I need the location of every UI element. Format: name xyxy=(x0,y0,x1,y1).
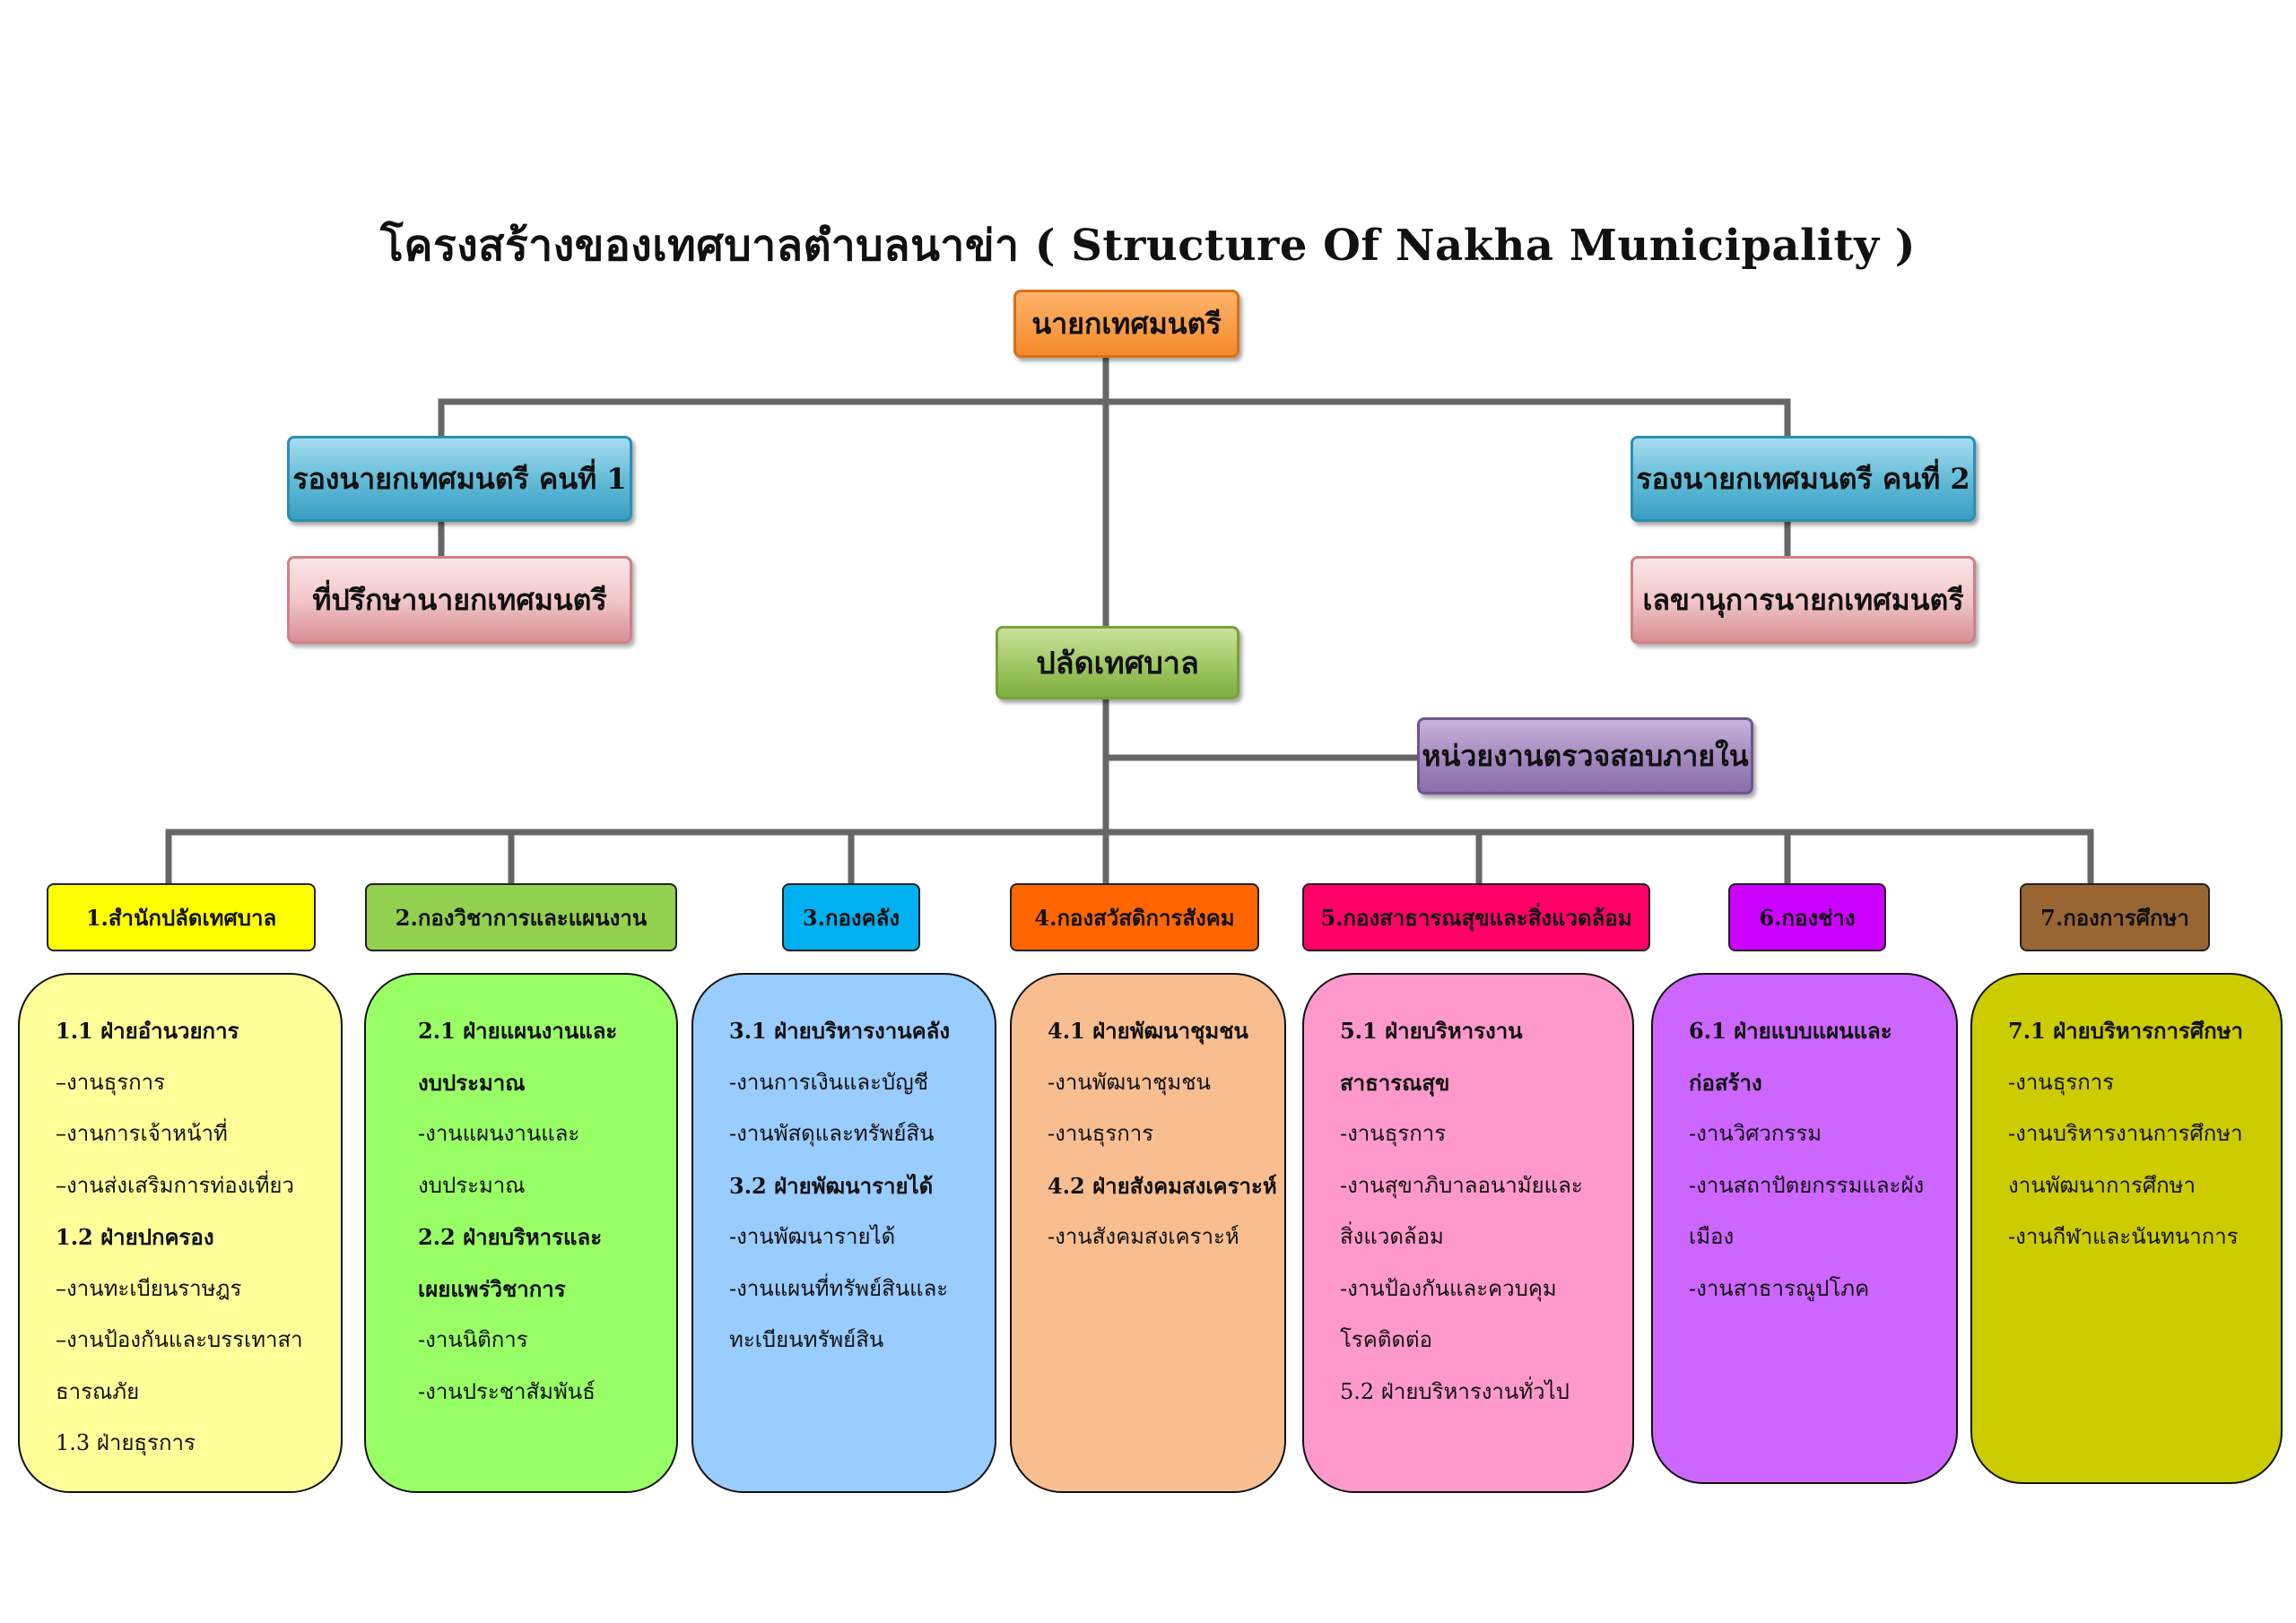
department-1-item: 1.2 ฝ่ายปกครอง xyxy=(56,1224,214,1250)
department-2-item: -งานประชาสัมพันธ์ xyxy=(418,1378,596,1404)
department-2-item: เผยแพร่วิชาการ xyxy=(418,1275,566,1302)
department-5-item: โรคติดต่อ xyxy=(1340,1327,1433,1352)
department-3-item: -งานการเงินและบัญชี xyxy=(729,1069,928,1095)
department-5-item: สาธารณสุข xyxy=(1340,1069,1450,1096)
municipal-clerk-box: ปลัดเทศบาล xyxy=(996,626,1239,699)
department-3-item: -งานพัสดุและทรัพย์สิน xyxy=(729,1121,935,1146)
department-2-header: 2.กองวิชาการและแผนงาน xyxy=(365,883,677,951)
department-1-item: –งานป้องกันและบรรเทาสา xyxy=(56,1327,303,1352)
department-6-panel: 6.1 ฝ่ายแบบแผนและก่อสร้าง -งานวิศวกรรม -งา… xyxy=(1651,973,1958,1484)
department-4-item: 4.1 ฝ่ายพัฒนาชุมชน xyxy=(1048,1018,1248,1044)
department-2-item: -งานนิติการ xyxy=(418,1327,528,1352)
department-6-item: 6.1 ฝ่ายแบบแผนและ xyxy=(1689,1018,1892,1044)
department-1-header: 1.สำนักปลัดเทศบาล xyxy=(47,883,316,951)
department-2-item: งบประมาณ xyxy=(418,1172,526,1198)
department-5-panel: 5.1 ฝ่ายบริหารงานสาธารณสุข -งานธุรการ -งาน… xyxy=(1302,973,1634,1493)
department-6-item: -งานสาธารณูปโภค xyxy=(1689,1275,1870,1301)
department-1-item: –งานการเจ้าหน้าที่ xyxy=(56,1121,228,1146)
department-3-panel: 3.1 ฝ่ายบริหารงานคลัง -งานการเงินและบัญชี… xyxy=(691,973,996,1493)
internal-audit-box: หน่วยงานตรวจสอบภายใน xyxy=(1417,717,1753,794)
department-5-header: 5.กองสาธารณสุขและสิ่งแวดล้อม xyxy=(1302,883,1650,951)
department-4-panel: 4.1 ฝ่ายพัฒนาชุมชน -งานพัฒนาชุมชน -งานธุรก… xyxy=(1010,973,1286,1493)
deputy-mayor-2-box: รองนายกเทศมนตรี คนที่ 2 xyxy=(1631,436,1976,522)
page-title: โครงสร้างของเทศบาลตำบลนาข่า ( Structure … xyxy=(380,221,1916,271)
department-1-item: ธารณภัย xyxy=(56,1378,140,1404)
department-3-header: 3.กองคลัง xyxy=(782,883,920,951)
department-6-item: -งานวิศวกรรม xyxy=(1689,1121,1822,1146)
department-4-header: 4.กองสวัสดิการสังคม xyxy=(1010,883,1259,951)
department-2-panel: 2.1 ฝ่ายแผนงานและงบประมาณ-งานแผนงานและงบ… xyxy=(364,973,678,1493)
department-6-header: 6.กองช่าง xyxy=(1728,883,1886,951)
department-1-item: –งานธุรการ xyxy=(56,1069,166,1095)
department-2-item: งบประมาณ xyxy=(418,1069,526,1096)
department-5-item: 5.2 ฝ่ายบริหารงานทั่วไป xyxy=(1340,1378,1570,1404)
advisor-box: ที่ปรึกษานายกเทศมนตรี xyxy=(287,556,632,644)
department-4-item: -งานพัฒนาชุมชน xyxy=(1048,1069,1211,1095)
department-4-item: 4.2 ฝ่ายสังคมสงเคราะห์ xyxy=(1048,1172,1277,1199)
department-1-item: –งานส่งเสริมการท่องเที่ยว xyxy=(56,1172,294,1198)
department-4-item: -งานธุรการ xyxy=(1048,1121,1154,1146)
department-3-item: ทะเบียนทรัพย์สิน xyxy=(729,1327,884,1352)
department-5-item: 5.1 ฝ่ายบริหารงาน xyxy=(1340,1018,1523,1044)
department-7-item: 7.1 ฝ่ายบริหารการศึกษา xyxy=(2008,1018,2243,1044)
department-1-panel: 1.1 ฝ่ายอำนวยการ –งานธุรการ –งานการเจ้าหน้… xyxy=(18,973,343,1493)
department-5-item: -งานธุรการ xyxy=(1340,1121,1447,1146)
department-4-item: -งานสังคมสงเคราะห์ xyxy=(1048,1224,1239,1249)
deputy-mayor-1-box: รองนายกเทศมนตรี คนที่ 1 xyxy=(287,436,632,522)
department-3-item: 3.1 ฝ่ายบริหารงานคลัง xyxy=(729,1018,951,1044)
department-6-item: -งานสถาปัตยกรรมและผัง xyxy=(1689,1172,1925,1198)
department-5-item: -งานป้องกันและควบคุม xyxy=(1340,1275,1557,1301)
department-1-item: 1.3 ฝ่ายธุรการ xyxy=(56,1430,196,1455)
department-5-item: สิ่งแวดล้อม xyxy=(1340,1224,1444,1249)
department-7-panel: 7.1 ฝ่ายบริหารการศึกษา -งานธุรการ -งานบริห… xyxy=(1970,973,2283,1484)
department-7-item: -งานธุรการ xyxy=(2008,1069,2115,1095)
department-6-item: ก่อสร้าง xyxy=(1689,1069,1762,1096)
department-2-item: 2.1 ฝ่ายแผนงานและ xyxy=(418,1018,618,1044)
department-3-item: 3.2 ฝ่ายพัฒนารายได้ xyxy=(729,1172,934,1199)
department-2-item: -งานแผนงานและ xyxy=(418,1121,580,1146)
department-6-item: เมือง xyxy=(1689,1224,1735,1249)
mayor-box: นายกเทศมนตรี xyxy=(1013,290,1239,358)
department-7-item: -งานบริหารงานการศึกษา xyxy=(2008,1121,2243,1146)
department-7-item: -งานกีฬาและนันทนาการ xyxy=(2008,1224,2239,1249)
department-7-header: 7.กองการศึกษา xyxy=(2020,883,2210,951)
department-1-item: 1.1 ฝ่ายอำนวยการ xyxy=(56,1018,239,1044)
department-2-item: 2.2 ฝ่ายบริหารและ xyxy=(418,1224,603,1250)
department-3-item: -งานแผนที่ทรัพย์สินและ xyxy=(729,1275,949,1301)
department-5-item: -งานสุขาภิบาลอนามัยและ xyxy=(1340,1172,1583,1198)
secretary-box: เลขานุการนายกเทศมนตรี xyxy=(1631,556,1976,644)
department-7-item: งานพัฒนาการศึกษา xyxy=(2008,1172,2196,1198)
department-1-item: –งานทะเบียนราษฎร xyxy=(56,1275,242,1301)
department-3-item: -งานพัฒนารายได้ xyxy=(729,1224,896,1249)
